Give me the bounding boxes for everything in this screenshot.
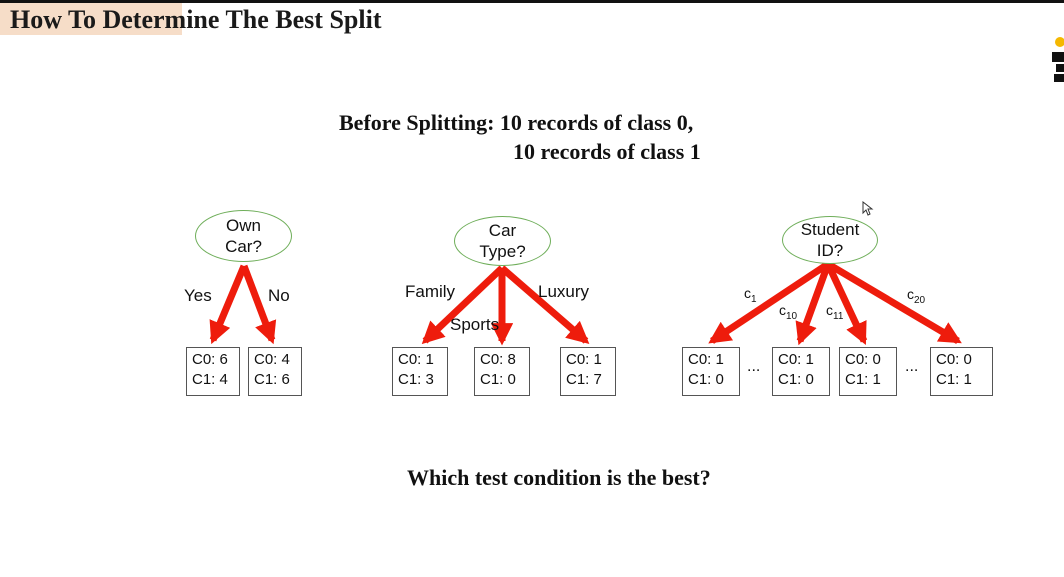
arrow-car-type-family — [421, 265, 505, 345]
leaf-c1: C1: 1 — [936, 371, 972, 388]
leaf-c1: C1: 4 — [192, 371, 228, 388]
branch-label-c10: c10 — [779, 302, 798, 322]
arrow-student-c1 — [708, 261, 830, 344]
leaf-c1: C1: 0 — [480, 371, 516, 388]
leaf-own-car-yes: C0: 6 C1: 4 — [186, 347, 240, 396]
ellipsis-left: ... — [747, 358, 761, 375]
leaf-c0: C0: 6 — [192, 351, 228, 368]
leaf-c1: C1: 3 — [398, 371, 434, 388]
branch-label-family: Family — [405, 282, 456, 301]
leaf-c0: C0: 8 — [480, 351, 516, 368]
leaf-c0: C0: 1 — [688, 351, 724, 368]
branch-label-sports: Sports — [450, 315, 500, 334]
branch-label-c11: c11 — [826, 302, 844, 322]
leaf-car-type-family: C0: 1 C1: 3 — [392, 347, 448, 396]
ellipsis-right: ... — [905, 358, 919, 375]
node-car-type-line1: Car — [488, 221, 517, 240]
arrow-student-c20 — [826, 260, 962, 345]
leaf-c0: C0: 1 — [566, 351, 602, 368]
leaf-c1: C1: 6 — [254, 371, 290, 388]
branch-label-c1: c1 — [744, 285, 757, 305]
mouse-cursor-icon — [862, 201, 874, 216]
branch-label-no: No — [268, 286, 290, 305]
leaf-c1: C1: 0 — [778, 371, 814, 388]
leaf-car-type-sports: C0: 8 C1: 0 — [474, 347, 530, 396]
arrow-student-c11 — [824, 262, 868, 346]
intro-line-1: Before Splitting: 10 records of class 0, — [339, 110, 694, 135]
arrow-own-car-yes — [209, 264, 248, 345]
node-student-id-line2: ID? — [816, 241, 844, 260]
leaf-c0: C0: 1 — [398, 351, 434, 368]
node-own-car-line2: Car? — [225, 237, 262, 256]
leaf-student-c11: C0: 0 C1: 1 — [839, 347, 897, 396]
node-student-id-line1: Student — [800, 220, 860, 239]
branch-label-yes: Yes — [184, 286, 212, 305]
leaf-own-car-no: C0: 4 C1: 6 — [248, 347, 302, 396]
leaf-c1: C1: 7 — [566, 371, 602, 388]
leaf-c1: C1: 1 — [845, 371, 881, 388]
arrow-student-c10 — [795, 262, 832, 346]
leaf-student-c10: C0: 1 C1: 0 — [772, 347, 830, 396]
arrow-car-type-luxury — [499, 265, 590, 344]
title-highlight — [0, 3, 182, 35]
branch-label-c20: c20 — [907, 286, 926, 306]
question-text: Which test condition is the best? — [407, 465, 711, 490]
intro-line-2: 10 records of class 1 — [513, 139, 701, 164]
node-student-id: Student ID? — [782, 216, 878, 264]
logo-icon — [1052, 37, 1064, 82]
leaf-c0: C0: 0 — [936, 351, 972, 368]
leaf-c0: C0: 4 — [254, 351, 290, 368]
branch-label-luxury: Luxury — [538, 282, 590, 301]
top-border — [0, 0, 1064, 3]
leaf-c0: C0: 0 — [845, 351, 881, 368]
node-car-type: Car Type? — [454, 216, 551, 266]
node-own-car: Own Car? — [195, 210, 292, 262]
node-own-car-line1: Own — [226, 216, 261, 235]
leaf-car-type-luxury: C0: 1 C1: 7 — [560, 347, 616, 396]
leaf-student-c1: C0: 1 C1: 0 — [682, 347, 740, 396]
leaf-c0: C0: 1 — [778, 351, 814, 368]
leaf-c1: C1: 0 — [688, 371, 724, 388]
node-car-type-line2: Type? — [479, 242, 526, 261]
slide-title: How To Determine The Best Split — [10, 5, 382, 34]
arrow-own-car-no — [240, 264, 277, 345]
leaf-student-c20: C0: 0 C1: 1 — [930, 347, 993, 396]
